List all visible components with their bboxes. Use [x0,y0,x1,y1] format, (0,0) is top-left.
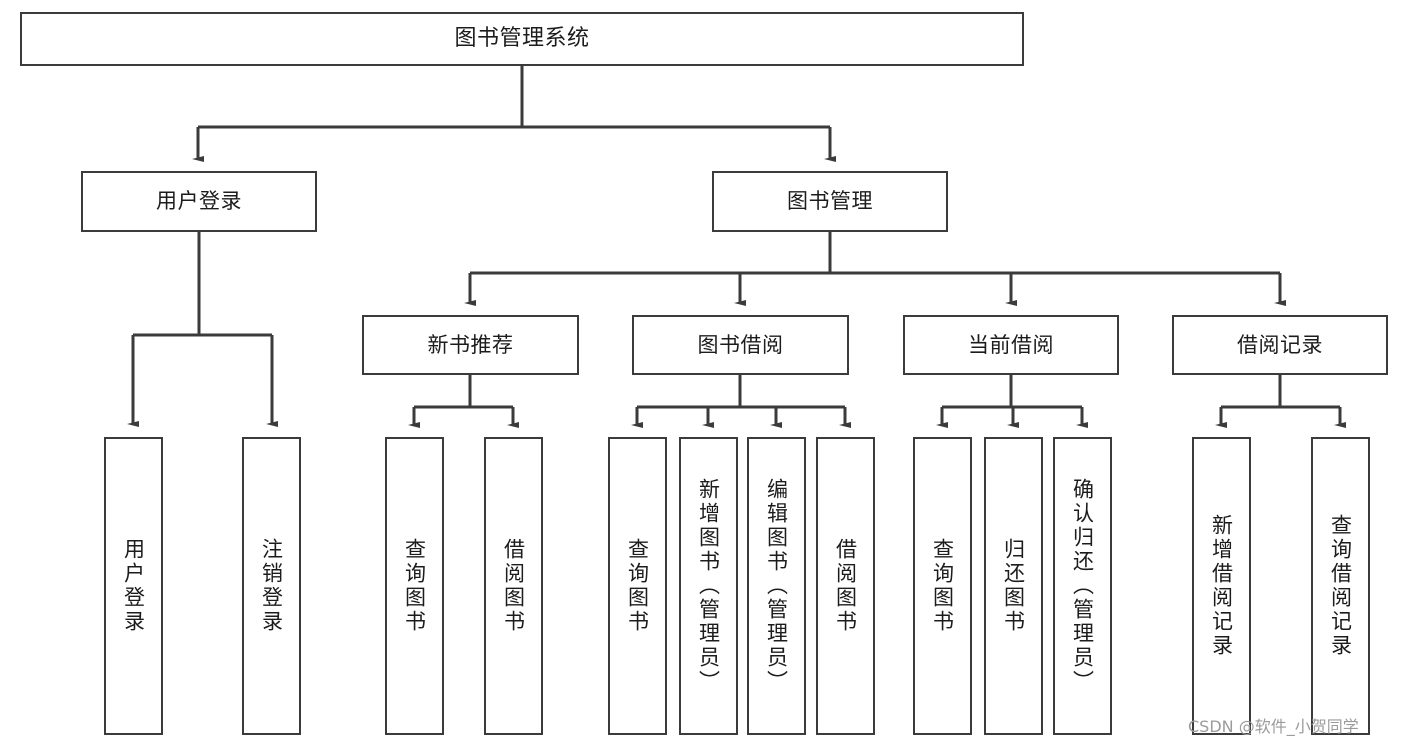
node-root[interactable]: 图书管理系统 [20,12,1024,66]
node-label: 借阅图书 [833,538,858,634]
node-label: 新书推荐 [427,332,514,357]
node-label: 用户登录 [156,189,242,214]
node-label: 注销登录 [259,538,284,634]
node-label: 归还图书 [1001,538,1026,634]
node-leaf-query-book-1[interactable]: 查询图书 [385,437,444,735]
node-label: 图书管理 [787,189,873,214]
node-leaf-borrow-book-2[interactable]: 借阅图书 [816,437,875,735]
node-label: 新增借阅记录 [1209,514,1234,658]
node-borrow-record[interactable]: 借阅记录 [1172,315,1388,375]
node-label: 借阅图书 [501,538,526,634]
node-new-book-rec[interactable]: 新书推荐 [362,315,579,375]
node-leaf-query-book-3[interactable]: 查询图书 [913,437,972,735]
node-leaf-query-record[interactable]: 查询借阅记录 [1311,437,1370,735]
node-user-login[interactable]: 用户登录 [81,171,317,232]
node-label: 查询借阅记录 [1328,514,1353,658]
node-leaf-borrow-book-1[interactable]: 借阅图书 [484,437,543,735]
node-leaf-add-book[interactable]: 新增图书（管理员） [679,437,738,735]
node-label: 新增图书（管理员） [696,478,721,694]
node-label: 查询图书 [930,538,955,634]
node-leaf-edit-book[interactable]: 编辑图书（管理员） [747,437,806,735]
node-label: 确认归还（管理员） [1070,478,1095,694]
node-label: 编辑图书（管理员） [764,478,789,694]
node-book-manage[interactable]: 图书管理 [712,171,948,232]
node-leaf-user-logout[interactable]: 注销登录 [242,437,301,735]
watermark: CSDN @软件_小贺同学 [1188,717,1359,736]
node-label: 用户登录 [121,538,146,634]
node-label: 图书管理系统 [454,26,590,52]
node-leaf-user-login[interactable]: 用户登录 [104,437,163,735]
node-label: 借阅记录 [1237,332,1323,357]
node-label: 当前借阅 [968,332,1054,357]
node-label: 图书借阅 [697,332,784,357]
node-current-borrow[interactable]: 当前借阅 [903,315,1119,375]
node-leaf-return-book[interactable]: 归还图书 [984,437,1043,735]
node-label: 查询图书 [402,538,427,634]
node-leaf-query-book-2[interactable]: 查询图书 [608,437,667,735]
node-book-borrow[interactable]: 图书借阅 [632,315,849,375]
node-leaf-confirm-return[interactable]: 确认归还（管理员） [1053,437,1112,735]
node-leaf-add-record[interactable]: 新增借阅记录 [1192,437,1251,735]
node-label: 查询图书 [625,538,650,634]
